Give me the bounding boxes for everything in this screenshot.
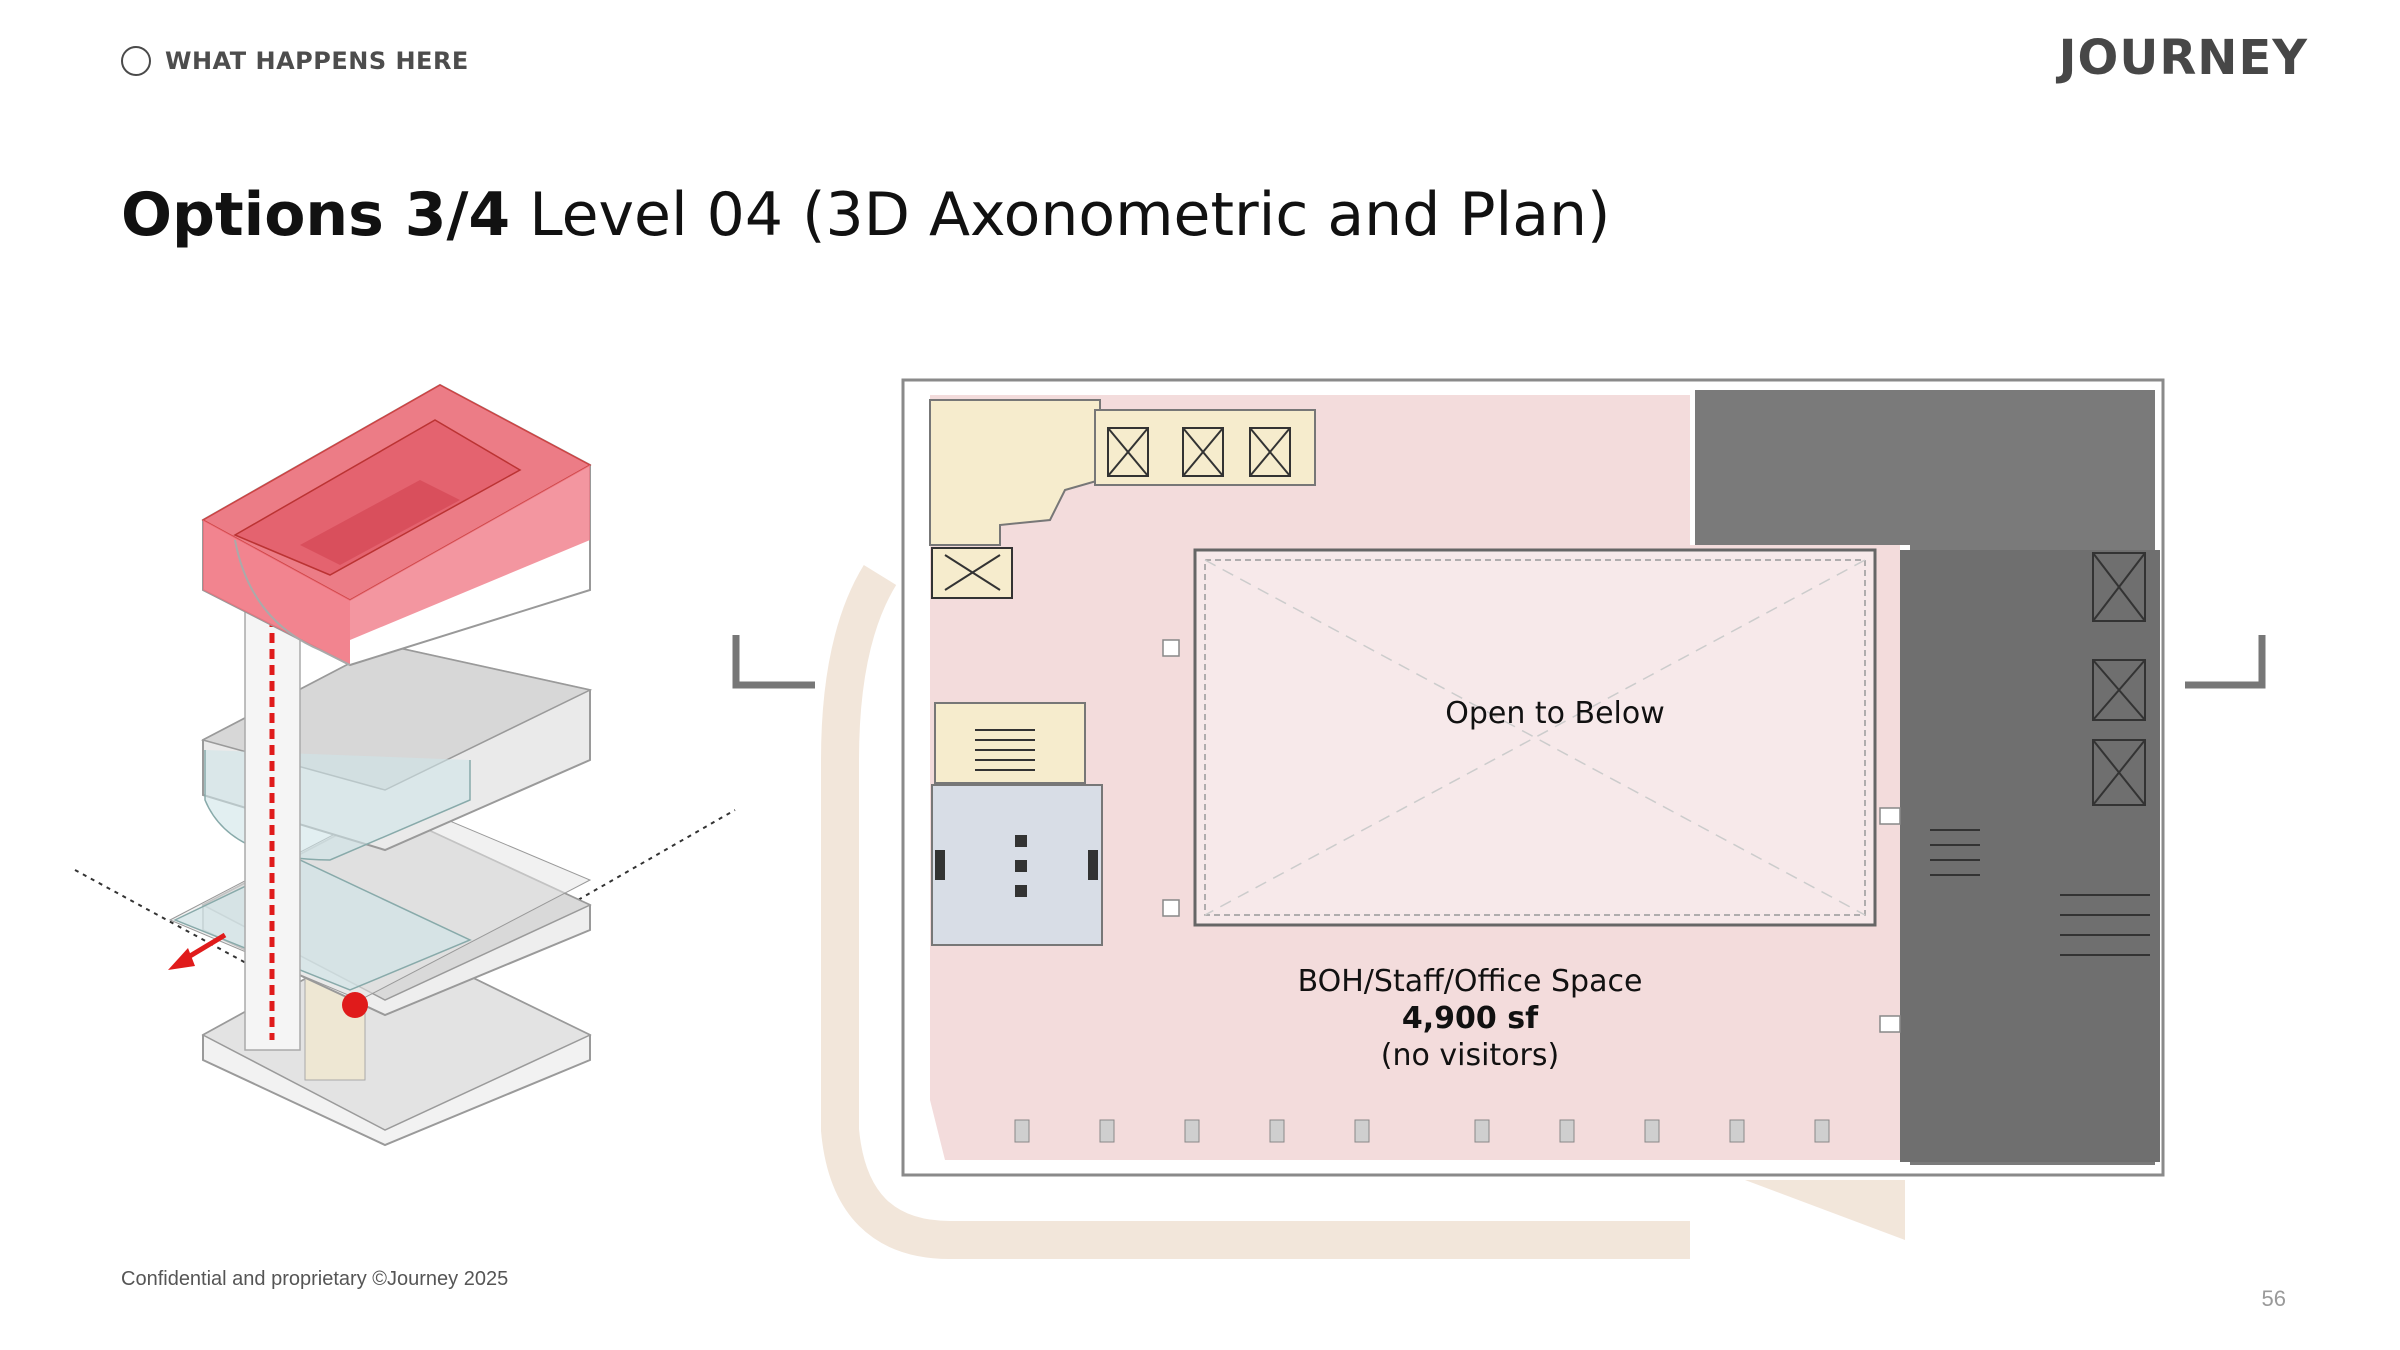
- curved-ramp: [821, 565, 1690, 1259]
- open-to-below-label: Open to Below: [1445, 696, 1665, 731]
- page-number: 56: [2261, 1286, 2286, 1311]
- journey-logo: JOURNEY: [2058, 30, 2308, 86]
- title-rest: Level 04 (3D Axonometric and Plan): [529, 180, 1611, 250]
- space-note: (no visitors): [1380, 1038, 1560, 1073]
- page-title: Options 3/4 Level 04 (3D Axonometric and…: [121, 180, 1610, 250]
- view-arrow-head: [168, 948, 195, 970]
- axonometric-diagram: [74, 383, 736, 1147]
- section-tag: WHAT HAPPENS HERE: [121, 46, 469, 76]
- confidential-notice: Confidential and proprietary ©Journey 20…: [121, 1268, 509, 1290]
- location-marker: [342, 992, 368, 1018]
- title-bold: Options 3/4: [121, 180, 511, 250]
- space-name: BOH/Staff/Office Space: [1297, 964, 1643, 999]
- floor-plan: [732, 378, 2266, 1259]
- section-label: WHAT HAPPENS HERE: [165, 47, 469, 75]
- space-area: 4,900 sf: [1401, 1001, 1539, 1036]
- circle-icon: [121, 46, 151, 76]
- space-label: BOH/Staff/Office Space 4,900 sf (no visi…: [1220, 963, 1720, 1074]
